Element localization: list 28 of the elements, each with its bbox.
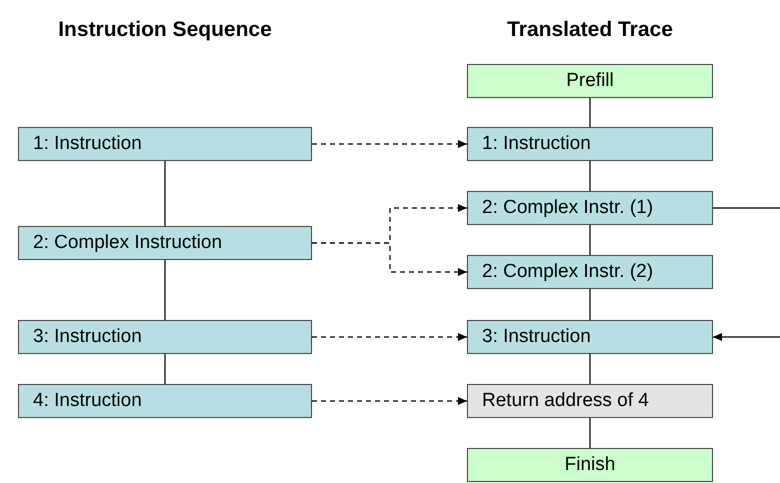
arrow xyxy=(312,397,467,405)
instruction-box: 2: Complex Instr. (1) xyxy=(467,191,713,225)
connector-line xyxy=(589,289,591,320)
connector-line xyxy=(713,207,780,209)
instruction-box: Prefill xyxy=(467,64,713,98)
connector-line xyxy=(164,161,166,226)
connector-line xyxy=(164,260,166,320)
connector-line xyxy=(589,225,591,255)
connector-line xyxy=(589,161,591,191)
arrow xyxy=(312,140,467,148)
connector-line xyxy=(589,98,591,127)
column-title: Instruction Sequence xyxy=(58,18,272,42)
connector-line xyxy=(589,354,591,384)
connector-line xyxy=(164,354,166,384)
instruction-box: 3: Instruction xyxy=(467,320,713,354)
instruction-box: 2: Complex Instruction xyxy=(18,226,312,260)
instruction-box: 1: Instruction xyxy=(18,127,312,161)
arrow xyxy=(312,242,467,276)
instruction-box: 1: Instruction xyxy=(467,127,713,161)
instruction-box: 3: Instruction xyxy=(18,320,312,354)
connector-line xyxy=(589,418,591,448)
instruction-box: 4: Instruction xyxy=(18,384,312,418)
instruction-box: 2: Complex Instr. (2) xyxy=(467,255,713,289)
arrow xyxy=(312,333,467,341)
instruction-box: Return address of 4 xyxy=(467,384,713,418)
arrow xyxy=(713,333,780,341)
column-title: Translated Trace xyxy=(507,18,673,42)
instruction-box: Finish xyxy=(467,448,713,482)
